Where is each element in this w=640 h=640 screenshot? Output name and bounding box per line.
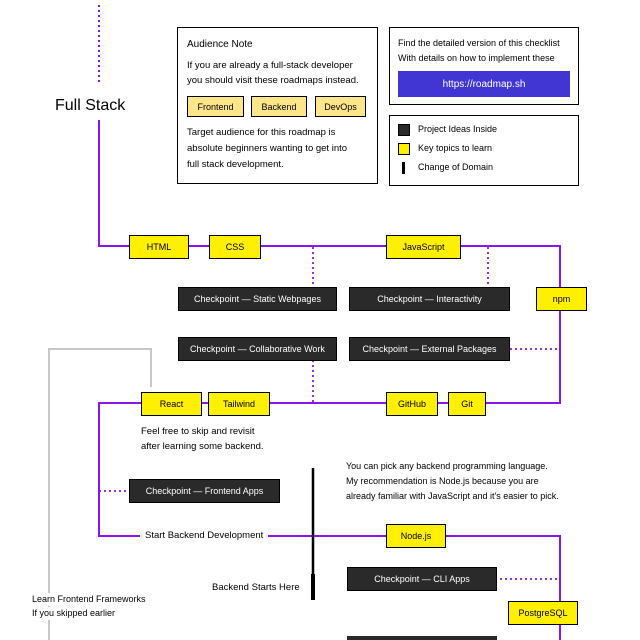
checkpoint-interactivity[interactable]: Checkpoint — Interactivity (349, 287, 510, 311)
legend-item-change-domain: Change of Domain (418, 162, 494, 172)
checkpoint-external-packages[interactable]: Checkpoint — External Packages (349, 337, 510, 361)
audience-note-heading: Audience Note (187, 39, 253, 50)
learn-frameworks-line-1: Learn Frontend Frameworks (30, 593, 148, 606)
detailed-version-panel: Find the detailed version of this checkl… (389, 27, 579, 105)
topic-javascript[interactable]: JavaScript (386, 235, 461, 259)
audience-note-target-2: absolute beginners wanting to get into (187, 143, 348, 154)
audience-note-target-1: Target audience for this roadmap is (187, 127, 336, 138)
topic-npm[interactable]: npm (536, 287, 587, 311)
checkpoint-collaborative-work[interactable]: Checkpoint — Collaborative Work (178, 337, 337, 361)
legend-panel: Project Ideas Inside Key topics to learn… (389, 115, 579, 186)
topic-postgresql[interactable]: PostgreSQL (508, 601, 578, 625)
legend-item-key-topics: Key topics to learn (418, 143, 493, 153)
topic-github[interactable]: GitHub (386, 392, 438, 416)
roadmap-sh-link-button[interactable]: https://roadmap.sh (398, 71, 570, 97)
backend-starts-label: Backend Starts Here (212, 582, 300, 593)
learn-frameworks-line-2: If you skipped earlier (30, 607, 118, 620)
topic-nodejs[interactable]: Node.js (386, 524, 446, 548)
roadmap-link-devops[interactable]: DevOps (315, 96, 366, 117)
roadmap-link-frontend[interactable]: Frontend (187, 96, 244, 117)
audience-note-panel: Audience Note If you are already a full-… (177, 27, 378, 184)
legend-checkpoint-swatch (398, 124, 410, 136)
detail-text-1: Find the detailed version of this checkl… (398, 38, 560, 48)
legend-domain-swatch (402, 162, 405, 174)
topic-tailwind[interactable]: Tailwind (208, 392, 270, 416)
audience-note-intro-1: If you are already a full-stack develope… (187, 60, 353, 71)
topic-css[interactable]: CSS (209, 235, 261, 259)
backend-lang-note-2: My recommendation is Node.js because you… (346, 476, 539, 486)
topic-html[interactable]: HTML (129, 235, 189, 259)
audience-note-intro-2: you should visit these roadmaps instead. (187, 75, 359, 86)
roadmap-link-backend[interactable]: Backend (251, 96, 307, 117)
detail-text-2: With details on how to implement these (398, 53, 555, 63)
checkpoint-static-webpages[interactable]: Checkpoint — Static Webpages (178, 287, 337, 311)
topic-git[interactable]: Git (448, 392, 486, 416)
backend-lang-note-1: You can pick any backend programming lan… (346, 461, 548, 471)
start-backend-label: Start Backend Development (140, 529, 269, 542)
legend-item-project-ideas: Project Ideas Inside (418, 124, 498, 134)
checkpoint-cli-apps[interactable]: Checkpoint — CLI Apps (347, 567, 497, 591)
legend-topic-swatch (398, 143, 410, 155)
skip-note-line-1: Feel free to skip and revisit (141, 426, 255, 437)
checkpoint-frontend-apps[interactable]: Checkpoint — Frontend Apps (129, 479, 280, 503)
page-title: Full Stack (55, 97, 126, 114)
backend-lang-note-3: already familiar with JavaScript and it'… (346, 491, 559, 501)
topic-react[interactable]: React (141, 392, 202, 416)
skip-note-line-2: after learning some backend. (141, 441, 264, 452)
audience-note-target-3: full stack development. (187, 159, 284, 170)
